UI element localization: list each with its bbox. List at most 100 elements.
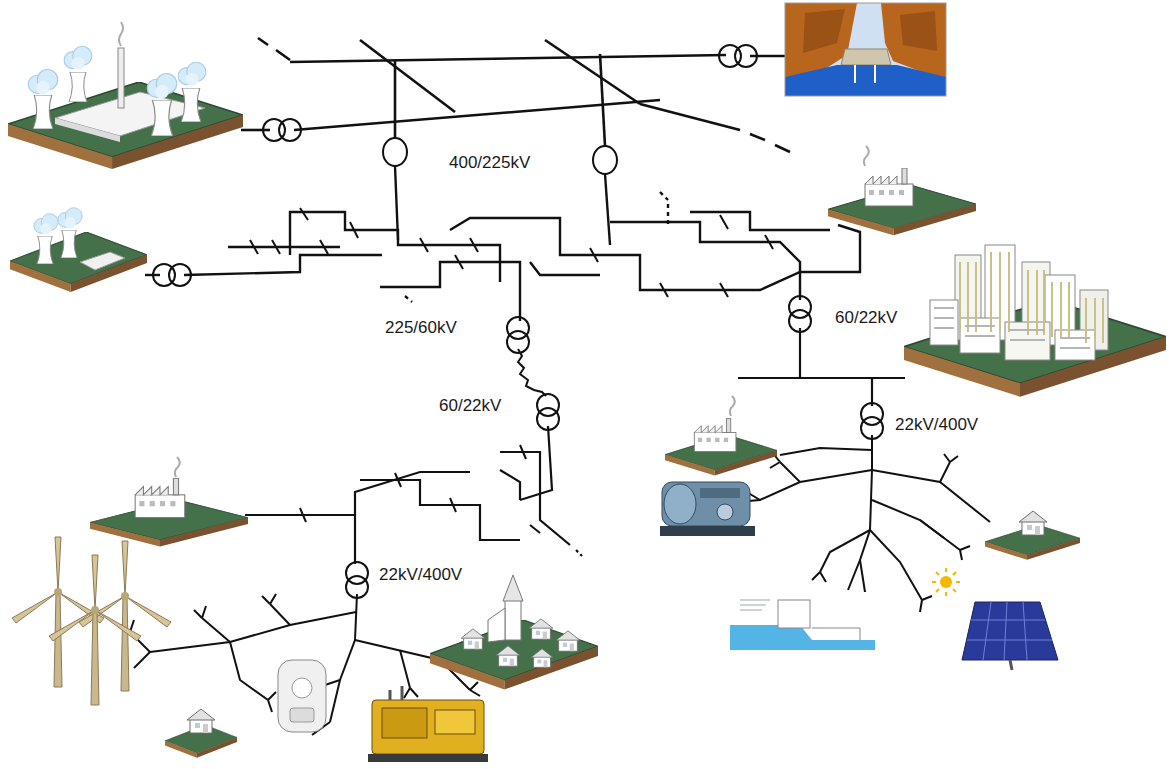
line-ticks — [765, 235, 773, 249]
voltage-label: 22kV/400V — [377, 565, 464, 585]
hydro-dam-illustration — [785, 3, 946, 96]
house-illustration — [165, 709, 237, 758]
voltage-label: 60/22kV — [833, 308, 899, 328]
city-illustration — [904, 245, 1166, 397]
distribution-lines-400v — [134, 652, 150, 668]
village-illustration — [488, 608, 505, 642]
village-illustration — [556, 631, 580, 651]
distribution-lines-400v — [960, 546, 970, 560]
water-plant-illustration — [778, 600, 810, 628]
voltage-label: 60/22kV — [437, 396, 503, 416]
solar-illustration — [967, 602, 1052, 660]
transmission-lines-400kv — [241, 129, 270, 132]
village-illustration — [503, 575, 523, 601]
power-plant-illustration — [828, 146, 976, 235]
house-illustration — [187, 709, 215, 733]
line-ticks — [530, 525, 540, 533]
gas-turbine-illustration — [717, 504, 733, 520]
transmission-lines-225kv — [184, 255, 382, 275]
city-illustration — [934, 308, 1090, 348]
transformer-symbol — [383, 138, 407, 166]
transmission-lines-400kv — [600, 54, 605, 146]
village-illustration — [531, 649, 553, 667]
line-ticks — [470, 238, 478, 252]
transmission-lines-400kv — [360, 40, 455, 112]
line-ticks — [350, 222, 358, 238]
distribution-lines-22kv — [500, 470, 520, 500]
generator-illustration — [368, 754, 488, 762]
distribution-lines-400v — [860, 435, 872, 592]
transmission-lines-400kv — [640, 104, 740, 130]
transformer-symbol — [153, 264, 191, 286]
distribution-lines-400v — [920, 596, 932, 612]
transformer-symbol — [383, 138, 617, 174]
power-plant-illustration — [151, 100, 173, 136]
power-plant-illustration — [58, 208, 82, 229]
power-plant-illustration — [37, 236, 53, 264]
transformer-symbol — [789, 296, 811, 332]
transmission-lines-225kv — [667, 204, 669, 225]
distribution-lines-400v — [944, 454, 958, 462]
transmission-lines-400kv — [750, 134, 765, 140]
transmission-line-60kv — [518, 349, 546, 396]
distribution-lines-400v — [812, 572, 826, 582]
transmission-lines-400kv — [258, 38, 268, 45]
line-ticks — [660, 283, 668, 297]
transmission-lines-225kv — [405, 296, 412, 302]
power-plant-illustration — [55, 118, 120, 142]
transmission-lines-400kv — [290, 55, 726, 62]
transformer-symbol — [861, 403, 883, 439]
factory-illustration — [665, 396, 777, 476]
line-ticks — [420, 238, 428, 252]
boiler-illustration — [278, 660, 326, 732]
distribution-lines-22kv — [520, 426, 552, 500]
factory-illustration — [694, 419, 736, 452]
distribution-lines-22kv — [355, 472, 470, 515]
power-plant-illustration — [178, 62, 206, 85]
distribution-lines-400v — [262, 594, 276, 604]
distribution-lines-400v — [920, 520, 944, 538]
line-ticks — [300, 508, 306, 522]
line-ticks — [250, 240, 258, 254]
generator-illustration — [368, 686, 488, 762]
line-ticks — [250, 208, 773, 297]
power-plant-illustration — [28, 70, 57, 95]
factory-illustration — [730, 396, 735, 416]
power-plant-illustration — [147, 74, 176, 99]
distribution-lines-400v — [780, 448, 872, 455]
line-ticks — [272, 240, 280, 254]
generator-illustration — [390, 686, 402, 700]
solar-illustration — [940, 576, 952, 588]
boiler-illustration — [292, 678, 312, 698]
distribution-lines-22kv — [576, 550, 582, 556]
line-ticks — [300, 445, 540, 533]
distribution-lines-400v — [270, 604, 290, 625]
line-ticks — [720, 215, 728, 229]
gas-turbine-illustration — [660, 482, 755, 536]
factory-illustration — [175, 457, 180, 477]
house-illustration — [1019, 511, 1047, 535]
wind-turbine-illustration — [49, 555, 141, 705]
power-plant-illustration — [10, 208, 147, 292]
factory-illustration — [90, 457, 248, 546]
transmission-lines-225kv — [380, 262, 520, 321]
line-ticks — [590, 248, 598, 262]
power-plant-illustration — [10, 232, 147, 292]
transformer-symbol — [346, 562, 368, 598]
hydro-dam-illustration — [900, 11, 937, 51]
distribution-lines-400v — [202, 618, 230, 642]
transmission-lines-225kv — [605, 174, 610, 245]
transmission-lines-400kv — [545, 40, 640, 104]
gas-turbine-illustration — [664, 484, 696, 524]
transformer-symbol — [507, 317, 529, 353]
distribution-lines-400v — [870, 530, 922, 600]
village-illustration — [496, 646, 520, 666]
line-ticks — [450, 498, 456, 512]
hydro-dam-illustration — [855, 65, 875, 83]
boiler-illustration — [278, 660, 326, 732]
water-plant-illustration — [812, 628, 860, 640]
voltage-label: 22kV/400V — [893, 415, 980, 435]
transmission-lines-400kv — [394, 60, 397, 138]
hydro-dam-illustration — [803, 9, 845, 53]
village-illustration — [505, 600, 521, 640]
